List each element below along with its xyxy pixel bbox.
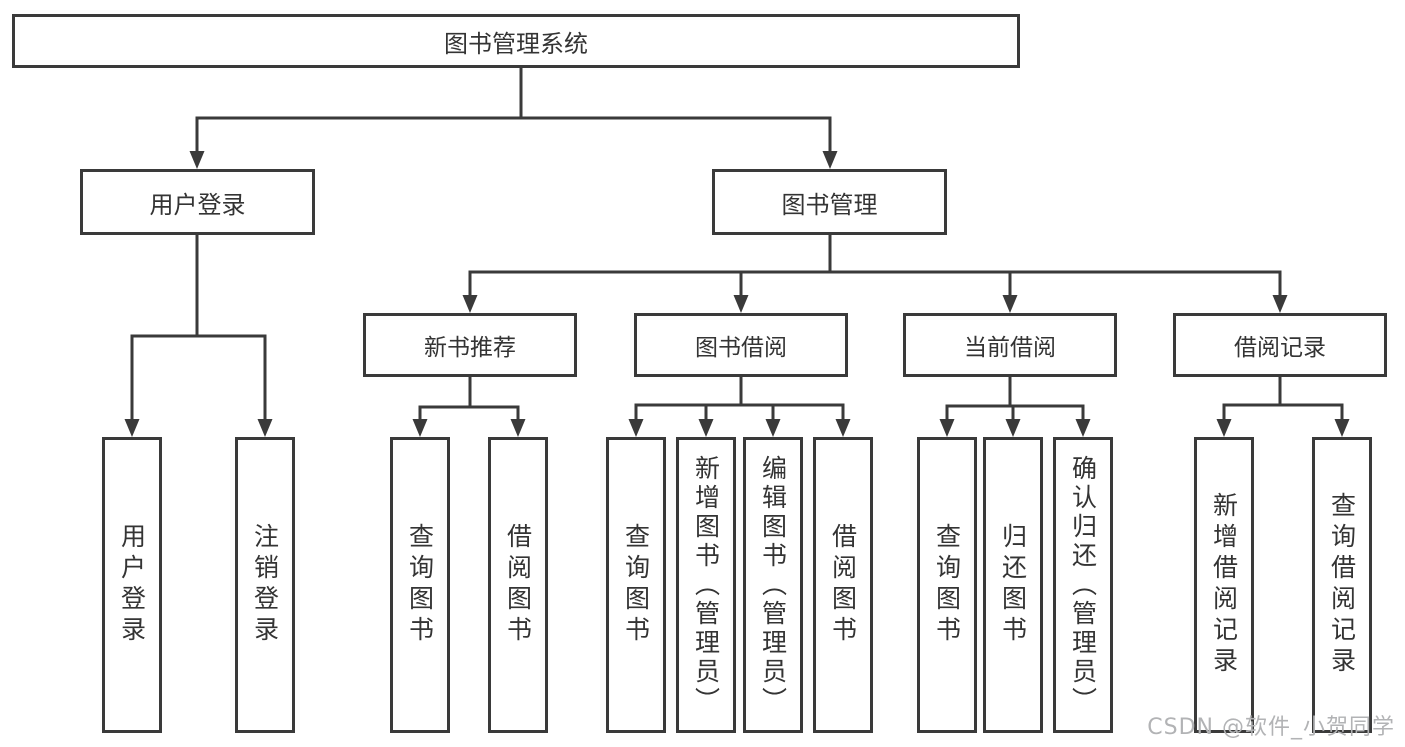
leaf-current-query-books: 查询图书 [917, 437, 977, 733]
connector-book-mgmt-branch [462, 235, 1288, 313]
node-label: 图书借阅 [695, 335, 787, 361]
leaf-borrow-query-books: 查询图书 [606, 437, 666, 733]
leaf-logout: 注销登录 [235, 437, 295, 733]
connector-new-book-branch [412, 377, 526, 437]
leaf-return-books: 归还图书 [983, 437, 1043, 733]
node-label: 用户登录 [149, 190, 246, 219]
leaf-label: 新增图书（管理员） [691, 454, 721, 716]
leaf-label: 查询借阅记录 [1327, 492, 1357, 678]
leaf-confirm-return-admin: 确认归还（管理员） [1053, 437, 1113, 733]
leaf-label: 用户登录 [117, 523, 147, 647]
node-book-borrow: 图书借阅 [634, 313, 848, 377]
connector-root-to-level2 [189, 68, 838, 169]
leaf-label: 查询图书 [932, 523, 962, 647]
leaf-query-borrow-record: 查询借阅记录 [1312, 437, 1372, 733]
leaf-label: 归还图书 [998, 523, 1028, 647]
connector-user-login-branch [124, 235, 273, 437]
leaf-label: 查询图书 [405, 523, 435, 647]
node-root-system: 图书管理系统 [12, 14, 1020, 68]
node-new-book-recommend: 新书推荐 [363, 313, 577, 377]
node-label: 图书管理 [781, 190, 878, 219]
node-label: 新书推荐 [424, 335, 516, 361]
connector-borrow-records-branch [1216, 377, 1350, 437]
leaf-label: 新增借阅记录 [1209, 492, 1239, 678]
connector-current-borrow-branch [939, 377, 1091, 437]
node-current-borrow: 当前借阅 [903, 313, 1117, 377]
leaf-label: 确认归还（管理员） [1068, 454, 1098, 716]
leaf-label: 注销登录 [250, 523, 280, 647]
leaf-user-login: 用户登录 [102, 437, 162, 733]
node-user-login-module: 用户登录 [80, 169, 315, 235]
leaf-label: 借阅图书 [828, 523, 858, 647]
leaf-add-books-admin: 新增图书（管理员） [676, 437, 736, 733]
node-borrow-records: 借阅记录 [1173, 313, 1387, 377]
connector-book-borrow-branch [628, 377, 851, 437]
leaf-label: 查询图书 [621, 523, 651, 647]
leaf-label: 编辑图书（管理员） [758, 454, 788, 716]
leaf-recommend-borrow-books: 借阅图书 [488, 437, 548, 733]
leaf-label: 借阅图书 [503, 523, 533, 647]
node-label: 当前借阅 [964, 335, 1056, 361]
leaf-recommend-query-books: 查询图书 [390, 437, 450, 733]
leaf-borrow-books: 借阅图书 [813, 437, 873, 733]
node-book-mgmt-module: 图书管理 [712, 169, 947, 235]
leaf-edit-books-admin: 编辑图书（管理员） [743, 437, 803, 733]
node-label: 借阅记录 [1234, 335, 1326, 361]
csdn-watermark: CSDN @软件_小贺同学 [1147, 715, 1395, 740]
leaf-add-borrow-record: 新增借阅记录 [1194, 437, 1254, 733]
node-label: 图书管理系统 [444, 29, 588, 58]
